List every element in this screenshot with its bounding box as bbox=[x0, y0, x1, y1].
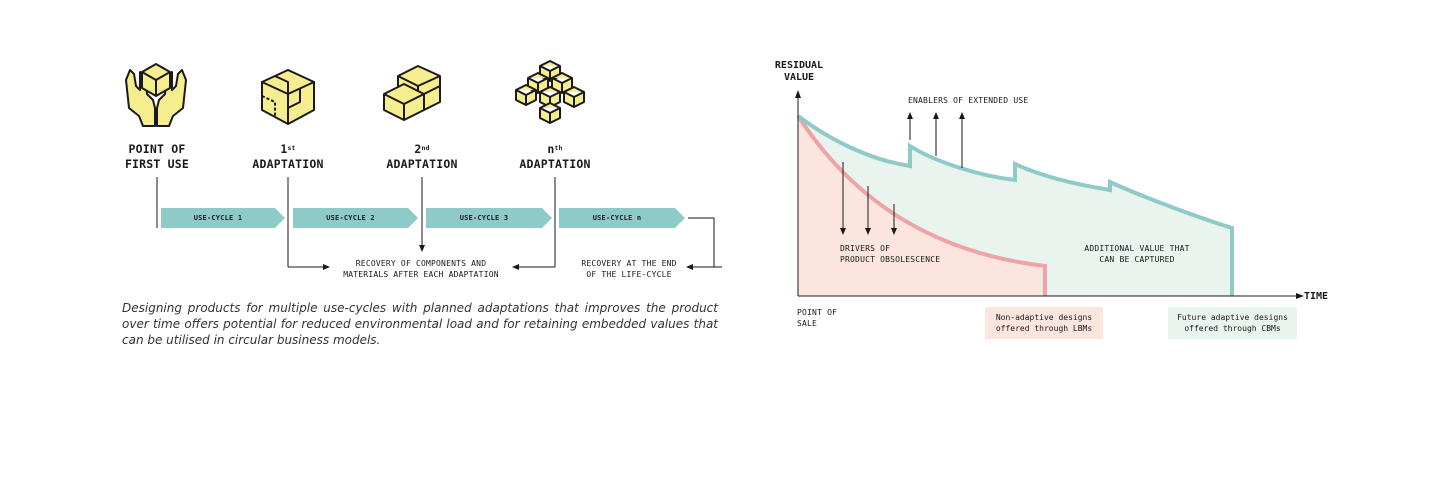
cbm-curve bbox=[796, 114, 1234, 296]
stage-label: 1st ADAPTATION bbox=[252, 142, 324, 171]
figure-caption: Designing products for multiple use-cycl… bbox=[122, 301, 718, 347]
residual-value-graph bbox=[795, 90, 1304, 299]
recovery-end-text: RECOVERY AT THE END OF THE LIFE-CYCLE bbox=[581, 259, 677, 279]
use-cycle-chevron bbox=[161, 208, 285, 228]
cube-exploded-icon bbox=[261, 69, 315, 125]
stage-label: nth ADAPTATION bbox=[519, 142, 591, 171]
cube-cluster-icon bbox=[515, 60, 585, 124]
use-cycle-chevron bbox=[293, 208, 418, 228]
use-cycle-chevron bbox=[559, 208, 685, 228]
additional-value-label: ADDITIONAL VALUE THAT CAN BE CAPTURED bbox=[1084, 244, 1190, 264]
enablers-label: ENABLERS OF EXTENDED USE bbox=[908, 96, 1029, 105]
stage-label: POINT OF FIRST USE bbox=[124, 142, 190, 171]
origin-label: POINT OF SALE bbox=[797, 308, 838, 328]
stage-label: 2nd ADAPTATION bbox=[386, 142, 458, 171]
use-cycle-diagram bbox=[125, 60, 722, 270]
use-cycle-chevron bbox=[426, 208, 552, 228]
drivers-label: DRIVERS OF PRODUCT OBSOLESCENCE bbox=[840, 244, 941, 264]
legend-lbm: Non-adaptive designs offered through LBM… bbox=[985, 307, 1103, 339]
use-cycle-label: USE-CYCLE 2 bbox=[326, 214, 375, 222]
use-cycle-label: USE-CYCLE n bbox=[592, 214, 642, 222]
cube-stacked-icon bbox=[383, 65, 441, 121]
lbm-curve bbox=[796, 114, 1047, 296]
recovery-components-text: RECOVERY OF COMPONENTS AND MATERIALS AFT… bbox=[343, 259, 499, 279]
use-cycle-label: USE-CYCLE 3 bbox=[459, 214, 509, 222]
x-axis-label: TIME bbox=[1304, 291, 1329, 302]
legend-cbm: Future adaptive designs offered through … bbox=[1168, 307, 1297, 339]
y-axis-label: RESIDUAL VALUE bbox=[774, 60, 824, 83]
use-cycle-label: USE-CYCLE 1 bbox=[193, 214, 243, 222]
hands-holding-cube-icon bbox=[125, 63, 187, 127]
